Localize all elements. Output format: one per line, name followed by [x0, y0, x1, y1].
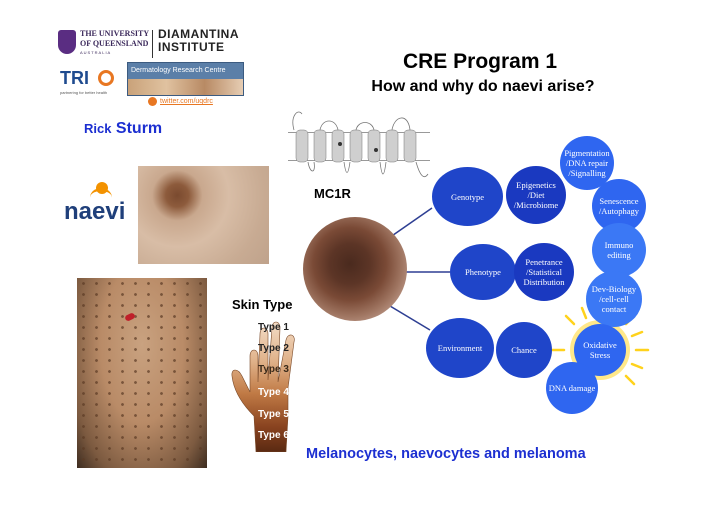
node-penetrance: Penetrance /Statistical Distribution	[514, 243, 574, 301]
uq-name-line2: OF QUEENSLAND	[80, 39, 149, 48]
back-photo-spots	[77, 278, 207, 468]
uq-name-line3: AUSTRALIA	[80, 50, 112, 55]
diamantina-logo: DIAMANTINA INSTITUTE	[158, 28, 239, 54]
skin-type-label: Skin Type	[232, 297, 293, 312]
node-senescence-label: Senescence /Autophagy	[598, 196, 640, 216]
node-dna-damage: DNA damage	[546, 362, 598, 414]
logo-divider	[152, 30, 153, 58]
node-pigmentation: Pigmentation /DNA repair /Signalling	[560, 136, 614, 190]
skin-type-6: Type 6	[258, 430, 289, 441]
node-environment-label: Environment	[437, 343, 483, 353]
naevi-arc-icon	[90, 188, 112, 207]
tri-tagline: partnering for better health	[60, 90, 108, 95]
uq-name-line1: THE UNIVERSITY	[80, 29, 150, 38]
naevi-wordmark: naevi	[64, 198, 126, 225]
twitter-handle: twitter.com/uqdrc	[160, 98, 213, 105]
node-pigmentation-label: Pigmentation /DNA repair /Signalling	[564, 148, 610, 178]
node-devbio-label: Dev-Biology /cell-cell contact	[591, 284, 637, 314]
skin-type-2: Type 2	[258, 343, 289, 354]
tri-mark-icon	[98, 70, 114, 86]
twitter-link[interactable]: twitter.com/uqdrc	[148, 97, 213, 106]
node-genotype: Genotype	[432, 167, 503, 226]
node-immuno: Immuno editing	[592, 223, 646, 277]
node-penetrance-label: Penetrance /Statistical Distribution	[523, 257, 565, 287]
node-chance-label: Chance	[511, 345, 537, 355]
tri-label: TRI	[60, 68, 89, 88]
node-oxidative-label: Oxidative Stress	[583, 340, 617, 360]
node-genotype-label: Genotype	[450, 191, 485, 202]
central-mole-image	[303, 217, 407, 321]
mc1r-diagram	[288, 104, 430, 186]
node-phenotype: Phenotype	[450, 244, 516, 300]
back-photo	[77, 278, 207, 468]
node-phenotype-label: Phenotype	[465, 267, 501, 277]
node-environment: Environment	[426, 318, 494, 378]
mc1r-label: MC1R	[314, 186, 351, 201]
twitter-icon	[148, 97, 157, 106]
diamantina-line1: DIAMANTINA	[158, 27, 239, 41]
skin-type-3: Type 3	[258, 364, 289, 375]
node-epigenetics-label: Epigenetics /Diet /Microbiome	[513, 180, 559, 210]
drc-label: Dermatology Research Centre	[131, 67, 226, 74]
diamantina-line2: INSTITUTE	[158, 40, 225, 54]
node-immuno-label: Immuno editing	[604, 240, 634, 260]
author-last: Sturm	[115, 120, 163, 137]
node-epigenetics: Epigenetics /Diet /Microbiome	[506, 166, 566, 224]
drc-skin-strip	[128, 79, 243, 95]
naevi-logo: naevi	[62, 182, 132, 232]
author-name: Rick Sturm	[84, 120, 162, 138]
uq-logo: THE UNIVERSITY OF QUEENSLAND AUSTRALIA	[58, 28, 150, 62]
hand-svg	[231, 321, 295, 453]
skin-type-5: Type 5	[258, 409, 289, 420]
skin-type-1: Type 1	[258, 322, 289, 333]
skin-type-4: Type 4	[258, 387, 289, 398]
link-environment	[389, 305, 431, 331]
node-devbio: Dev-Biology /cell-cell contact	[586, 271, 642, 327]
node-dna-damage-label: DNA damage	[548, 383, 596, 393]
tri-logo: TRI partnering for better health	[60, 68, 130, 98]
page-subtitle: How and why do naevi arise?	[371, 78, 595, 95]
mc1r-protein-svg	[288, 111, 430, 178]
footer-caption: Melanocytes, naevocytes and melanoma	[306, 446, 586, 462]
node-chance: Chance	[496, 322, 552, 378]
author-first: Rick	[84, 121, 112, 136]
skin-type-hand	[228, 316, 318, 453]
naevus-photo	[138, 166, 269, 264]
uq-crest-icon	[58, 30, 76, 54]
page-title: CRE Program 1	[402, 50, 558, 73]
drc-banner: Dermatology Research Centre	[127, 62, 244, 96]
